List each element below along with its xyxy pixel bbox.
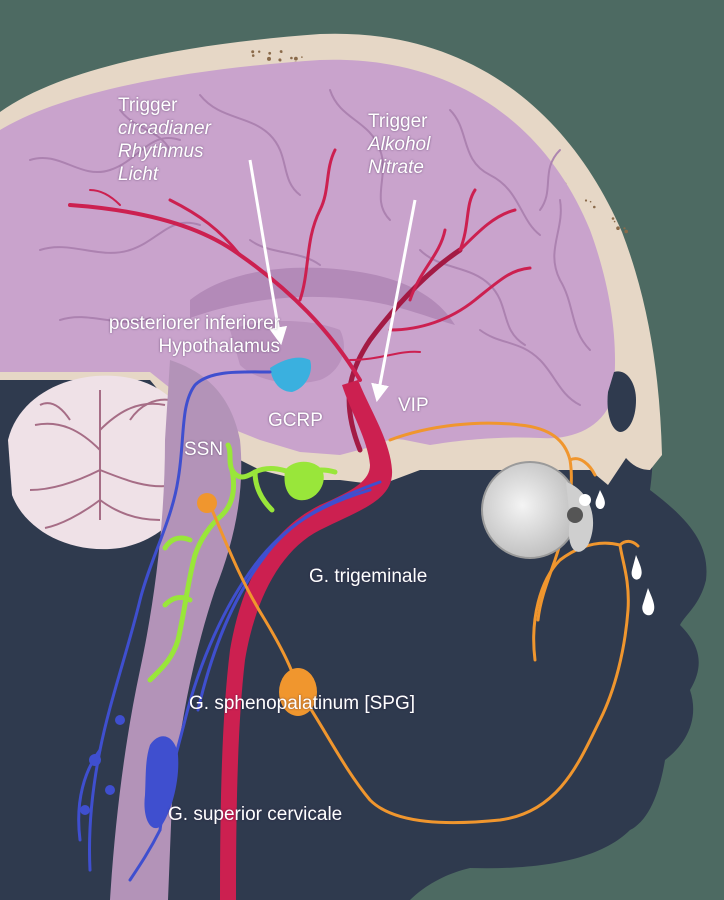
internal-carotid-artery — [220, 380, 393, 900]
hypothalamus — [270, 357, 312, 392]
skull-speck — [611, 217, 615, 220]
cerebral-arteries — [68, 148, 532, 453]
hypothalamus-label: posteriorer inferiorer Hypothalamus — [108, 313, 280, 357]
skull-speck — [251, 50, 255, 54]
spg-label: G. sphenopalatinum [SPG] — [189, 693, 416, 714]
trigger-label-circadian: Trigger circadianer Rhythmus Licht — [118, 95, 211, 185]
skull-speck — [279, 59, 282, 62]
trigger-arrow-icon — [371, 199, 417, 403]
skull-speck — [258, 50, 261, 53]
skull-speck — [290, 56, 293, 60]
tear-drop-icon — [595, 490, 655, 616]
vip-label: VIP — [398, 395, 429, 416]
parasympathetic-fibers — [208, 421, 640, 825]
skull-speck — [268, 51, 272, 55]
skull-speck — [593, 205, 596, 209]
orbit-gap — [607, 371, 636, 432]
skull-speck — [613, 220, 616, 223]
skull-speck — [280, 51, 283, 53]
trigger-arrow-icon — [248, 159, 288, 346]
ssn-nucleus-body — [284, 461, 324, 501]
skull-speck — [294, 56, 298, 61]
cervical-ganglion-label: G. superior cervicale — [168, 804, 343, 825]
eye-icon — [481, 461, 594, 559]
skull-speck — [267, 56, 271, 61]
trigger-label-alcohol: Trigger Alkohol Nitrate — [368, 111, 431, 178]
skull-speck — [625, 230, 628, 233]
trigeminal-ganglion-label: G. trigeminale — [309, 566, 428, 587]
gcrp-label: GCRP — [268, 410, 323, 431]
skull-speck — [623, 227, 626, 230]
skull-speck — [616, 226, 620, 230]
skull-speck — [584, 199, 588, 202]
cervical-nerve-nodes — [80, 715, 125, 815]
superior-cervical-ganglion — [144, 736, 179, 829]
sphenopalatine-ganglion — [279, 668, 317, 716]
skull-speck — [251, 54, 255, 57]
ssn-label: SSN — [184, 439, 224, 460]
ssn-ganglion-dot — [197, 493, 217, 513]
thalamus-region — [230, 321, 344, 384]
corpus-callosum — [190, 267, 455, 325]
skull-speck — [301, 56, 303, 58]
cerebellum — [8, 375, 195, 550]
skull-speck — [589, 200, 592, 203]
